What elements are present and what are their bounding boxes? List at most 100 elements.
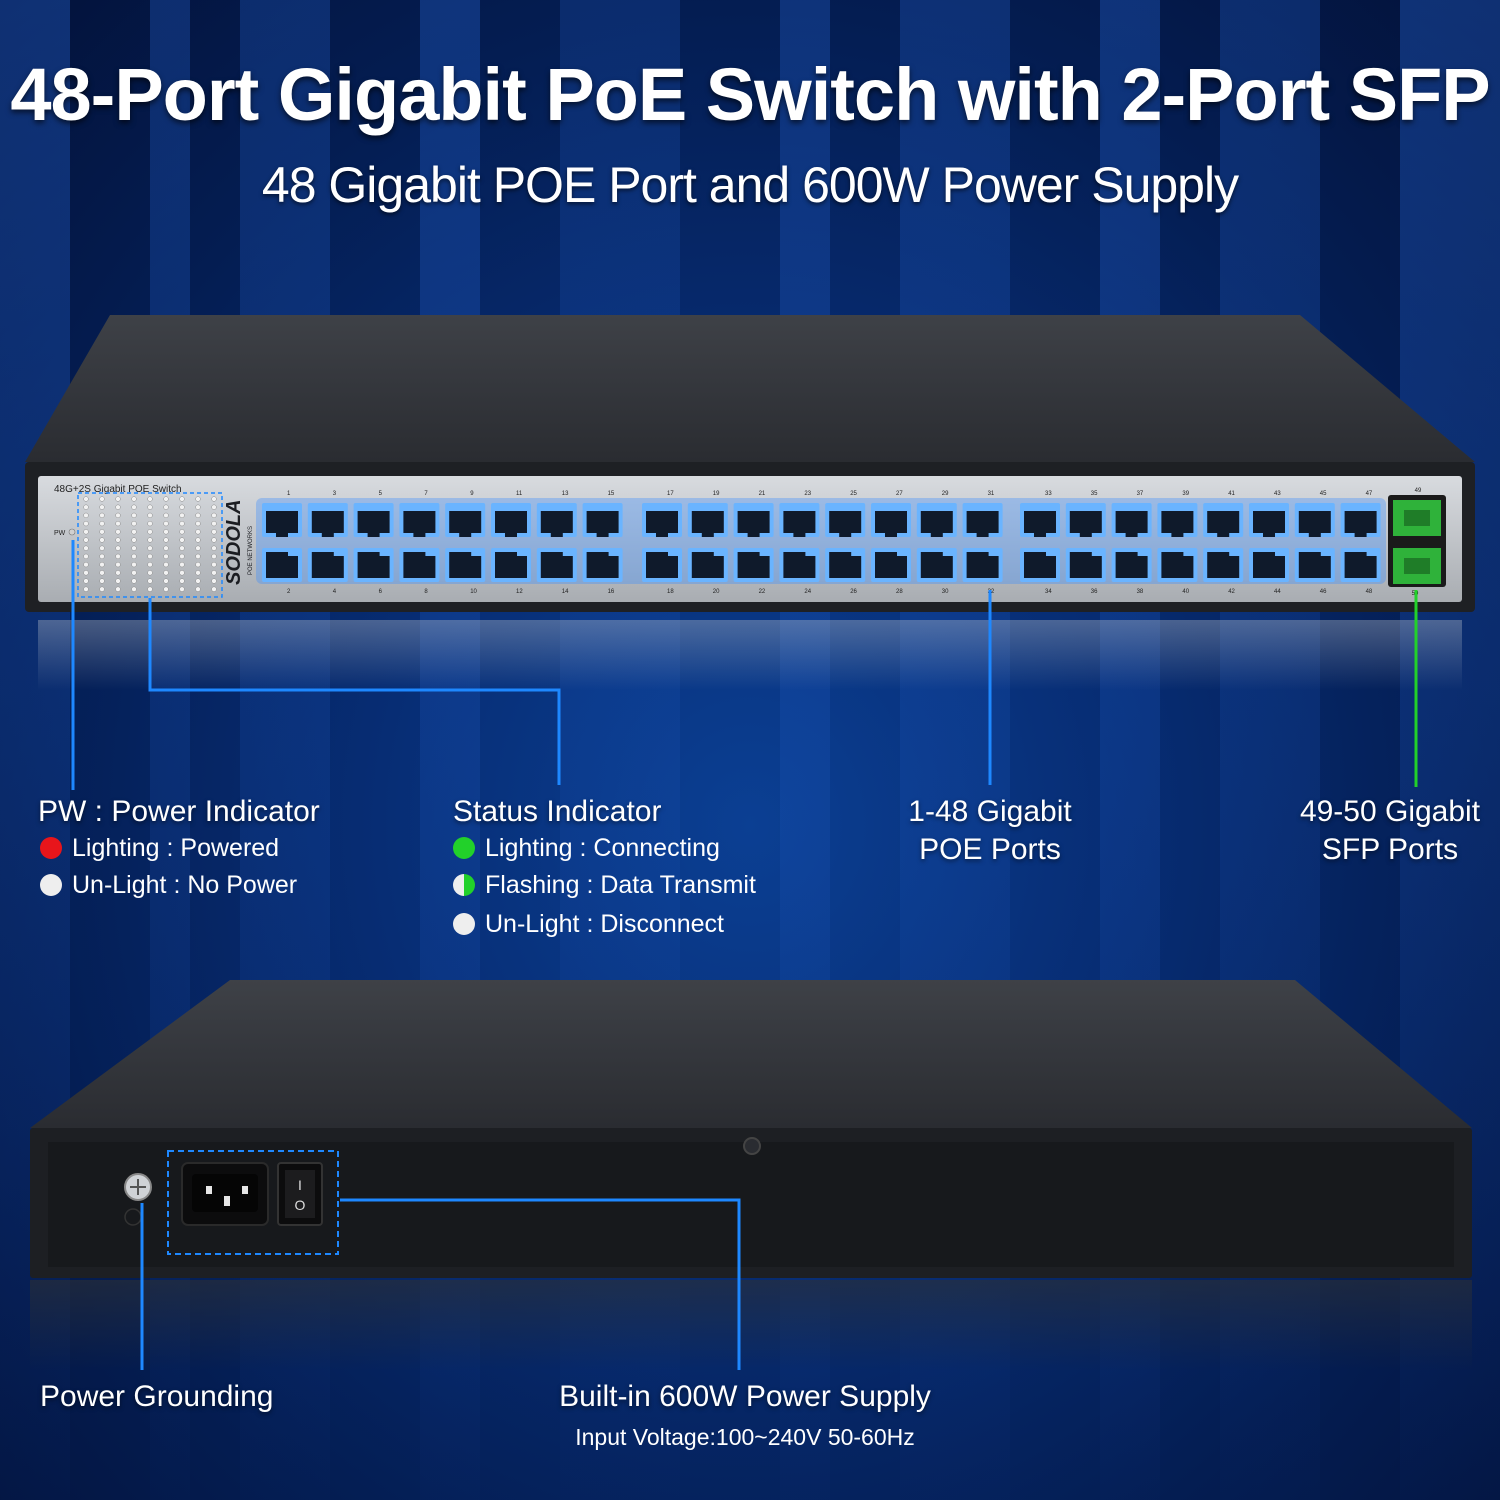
port-number: 14 [562, 589, 569, 595]
status-led [115, 586, 121, 592]
status-led [147, 545, 153, 551]
port-number: 42 [1228, 589, 1235, 595]
status-led [211, 512, 217, 519]
status-led [115, 537, 121, 543]
rj45-port [1294, 503, 1335, 537]
status-led [83, 578, 89, 584]
rj45-port [1157, 548, 1198, 582]
front-callout-lines [71, 540, 992, 790]
rj45-port [1249, 503, 1289, 537]
port-number: 10 [470, 589, 477, 595]
rj45-port [642, 548, 682, 582]
port-number: 15 [608, 491, 615, 497]
status-led [83, 553, 89, 560]
rj45-port [962, 503, 1003, 537]
status-led [131, 561, 137, 568]
port-number: 47 [1366, 491, 1373, 497]
port-number: 6 [379, 589, 383, 595]
power-switch-off-mark: O [295, 1197, 306, 1213]
rj45-port [536, 548, 577, 582]
sfp-ports-callout: 49-50 Gigabit SFP Ports [1299, 795, 1481, 866]
port-number: 23 [804, 491, 811, 497]
status-indicator-title: Status Indicator [453, 795, 662, 828]
status-led [99, 529, 105, 535]
status-led [115, 504, 121, 510]
rj45-port-group [262, 503, 1381, 582]
status-led [179, 537, 185, 543]
status-led [83, 520, 89, 527]
pw-led-label: PW [54, 530, 66, 537]
status-led [115, 529, 121, 535]
status-led [211, 520, 217, 527]
status-led [163, 561, 169, 568]
rj45-port [1065, 548, 1106, 582]
status-led [83, 504, 89, 510]
status-led [131, 504, 137, 510]
status-led [147, 561, 153, 568]
status-led [115, 561, 121, 568]
rj45-port [1294, 548, 1335, 582]
status-led [211, 578, 217, 584]
rj45-port [445, 503, 486, 537]
rj45-port [582, 503, 623, 537]
port-number: 1 [287, 491, 291, 497]
status-led [99, 586, 105, 592]
status-led [211, 553, 217, 560]
rj45-port [962, 548, 1003, 582]
status-led [131, 520, 137, 527]
sfp-number-top: 49 [1415, 488, 1422, 494]
port-number: 29 [942, 491, 949, 497]
status-led [99, 537, 105, 543]
port-number: 2 [287, 589, 291, 595]
rj45-port [307, 503, 348, 537]
rear-callout-lines [140, 1198, 741, 1370]
rj45-port [1111, 503, 1152, 537]
rj45-port [1340, 548, 1381, 582]
rj45-port [733, 548, 774, 582]
status-led [83, 545, 89, 551]
port-number: 43 [1274, 491, 1281, 497]
half-green-dot-icon [453, 874, 475, 896]
port-number: 5 [379, 491, 383, 497]
port-number-labels: 1234567891011121314151617181920212223242… [287, 491, 1373, 595]
status-led [195, 545, 201, 551]
status-indicator-item: Un-Light : Disconnect [453, 909, 724, 939]
power-switch-on-mark: I [298, 1177, 302, 1193]
brand-logo: SODOLA [223, 499, 245, 585]
status-led [131, 553, 137, 560]
port-number: 30 [942, 589, 949, 595]
port-number: 35 [1091, 491, 1098, 497]
port-number: 18 [667, 589, 674, 595]
port-number: 19 [713, 491, 720, 497]
status-led [131, 570, 137, 576]
status-led [83, 529, 89, 535]
status-led [195, 504, 201, 510]
rj45-port [733, 503, 774, 537]
status-led [131, 496, 137, 502]
status-led [211, 570, 217, 576]
port-number: 25 [850, 491, 857, 497]
rj45-port [1065, 503, 1106, 537]
status-led [179, 570, 185, 576]
status-led [179, 512, 185, 519]
status-led [163, 586, 169, 592]
switch-rear-unit: I O [30, 980, 1472, 1370]
status-led [147, 586, 153, 592]
status-led [131, 512, 137, 519]
rj45-port [687, 503, 728, 537]
status-led [131, 545, 137, 551]
status-led [211, 496, 217, 502]
status-led [163, 512, 169, 519]
status-indicator-item: Flashing : Data Transmit [453, 870, 756, 900]
power-indicator-item: Lighting : Powered [40, 833, 279, 863]
port-number: 38 [1137, 589, 1144, 595]
rj45-port [582, 548, 623, 582]
status-led [131, 586, 137, 592]
status-led [195, 578, 201, 584]
status-led [147, 553, 153, 560]
status-led [147, 520, 153, 527]
rj45-port [307, 548, 348, 582]
port-number: 24 [804, 589, 811, 595]
rj45-port [491, 503, 531, 537]
brand-subtitle: POE NETWORKS [248, 526, 254, 575]
